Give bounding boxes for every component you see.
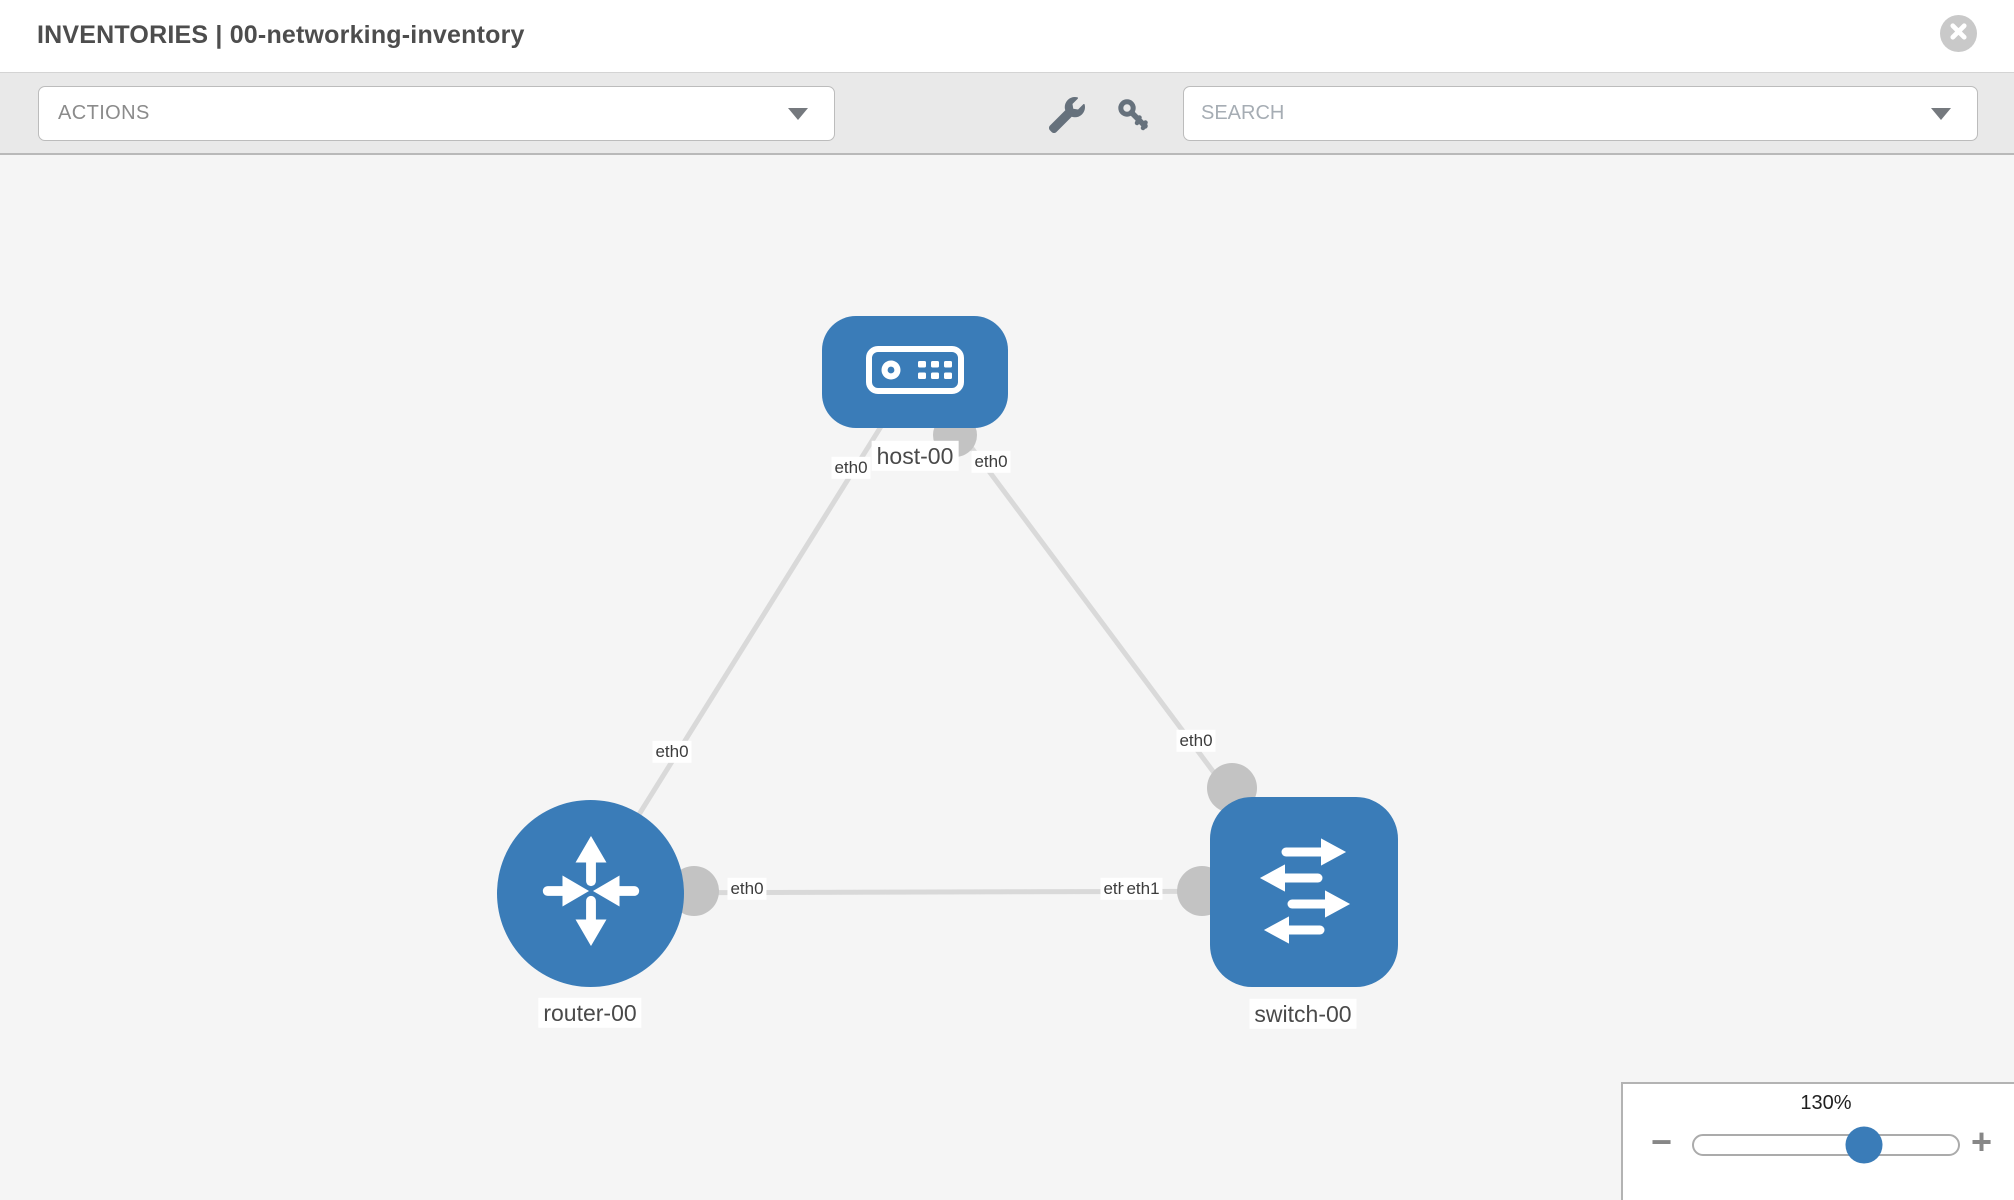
breadcrumb-header: INVENTORIES | 00-networking-inventory bbox=[0, 0, 2014, 73]
port-label-host-right: eth0 bbox=[971, 450, 1011, 474]
close-button[interactable] bbox=[1940, 15, 1977, 52]
router-icon bbox=[532, 832, 650, 955]
chevron-down-icon bbox=[788, 107, 808, 120]
chevron-down-icon bbox=[1931, 107, 1951, 120]
node-router-00[interactable] bbox=[497, 800, 684, 987]
actions-dropdown-label: ACTIONS bbox=[58, 102, 150, 124]
zoom-slider-knob[interactable] bbox=[1845, 1126, 1883, 1164]
page-title: INVENTORIES | 00-networking-inventory bbox=[37, 21, 525, 49]
switch-icon bbox=[1244, 830, 1364, 955]
node-label-host: host-00 bbox=[871, 440, 959, 472]
port-label-switch-top: eth0 bbox=[1176, 729, 1216, 753]
search-dropdown[interactable] bbox=[1183, 86, 1978, 141]
port-label-router-right: eth0 bbox=[727, 877, 767, 901]
wrench-icon bbox=[1049, 97, 1085, 137]
zoom-control-panel: 130% − + bbox=[1621, 1082, 2014, 1200]
link-layer bbox=[587, 370, 1306, 916]
key-icon bbox=[1116, 99, 1152, 137]
node-label-router: router-00 bbox=[538, 997, 642, 1029]
credentials-button[interactable] bbox=[1116, 97, 1152, 133]
port-label-switch-left-eth1: eth1 bbox=[1123, 877, 1163, 901]
zoom-in-button[interactable]: + bbox=[1971, 1121, 1993, 1162]
topology-canvas[interactable]: host-00 router-00 switch-00 eth0 eth0 et… bbox=[0, 155, 2014, 1200]
close-icon bbox=[1949, 22, 1968, 46]
host-icon bbox=[865, 345, 965, 400]
zoom-out-button[interactable]: − bbox=[1651, 1121, 1673, 1162]
port-label-host-left: eth0 bbox=[831, 456, 871, 480]
actions-dropdown[interactable]: ACTIONS bbox=[38, 86, 835, 141]
node-switch-00[interactable] bbox=[1210, 797, 1398, 987]
topology-toolbar: ACTIONS bbox=[0, 73, 2014, 155]
zoom-slider-track[interactable] bbox=[1692, 1126, 1960, 1164]
port-label-router-top: eth0 bbox=[652, 740, 692, 764]
zoom-level-value: 130% bbox=[1800, 1092, 1852, 1114]
node-label-switch: switch-00 bbox=[1249, 998, 1357, 1030]
configure-button[interactable] bbox=[1049, 97, 1085, 133]
node-host-00[interactable] bbox=[822, 316, 1008, 428]
search-input[interactable] bbox=[1184, 102, 1874, 125]
